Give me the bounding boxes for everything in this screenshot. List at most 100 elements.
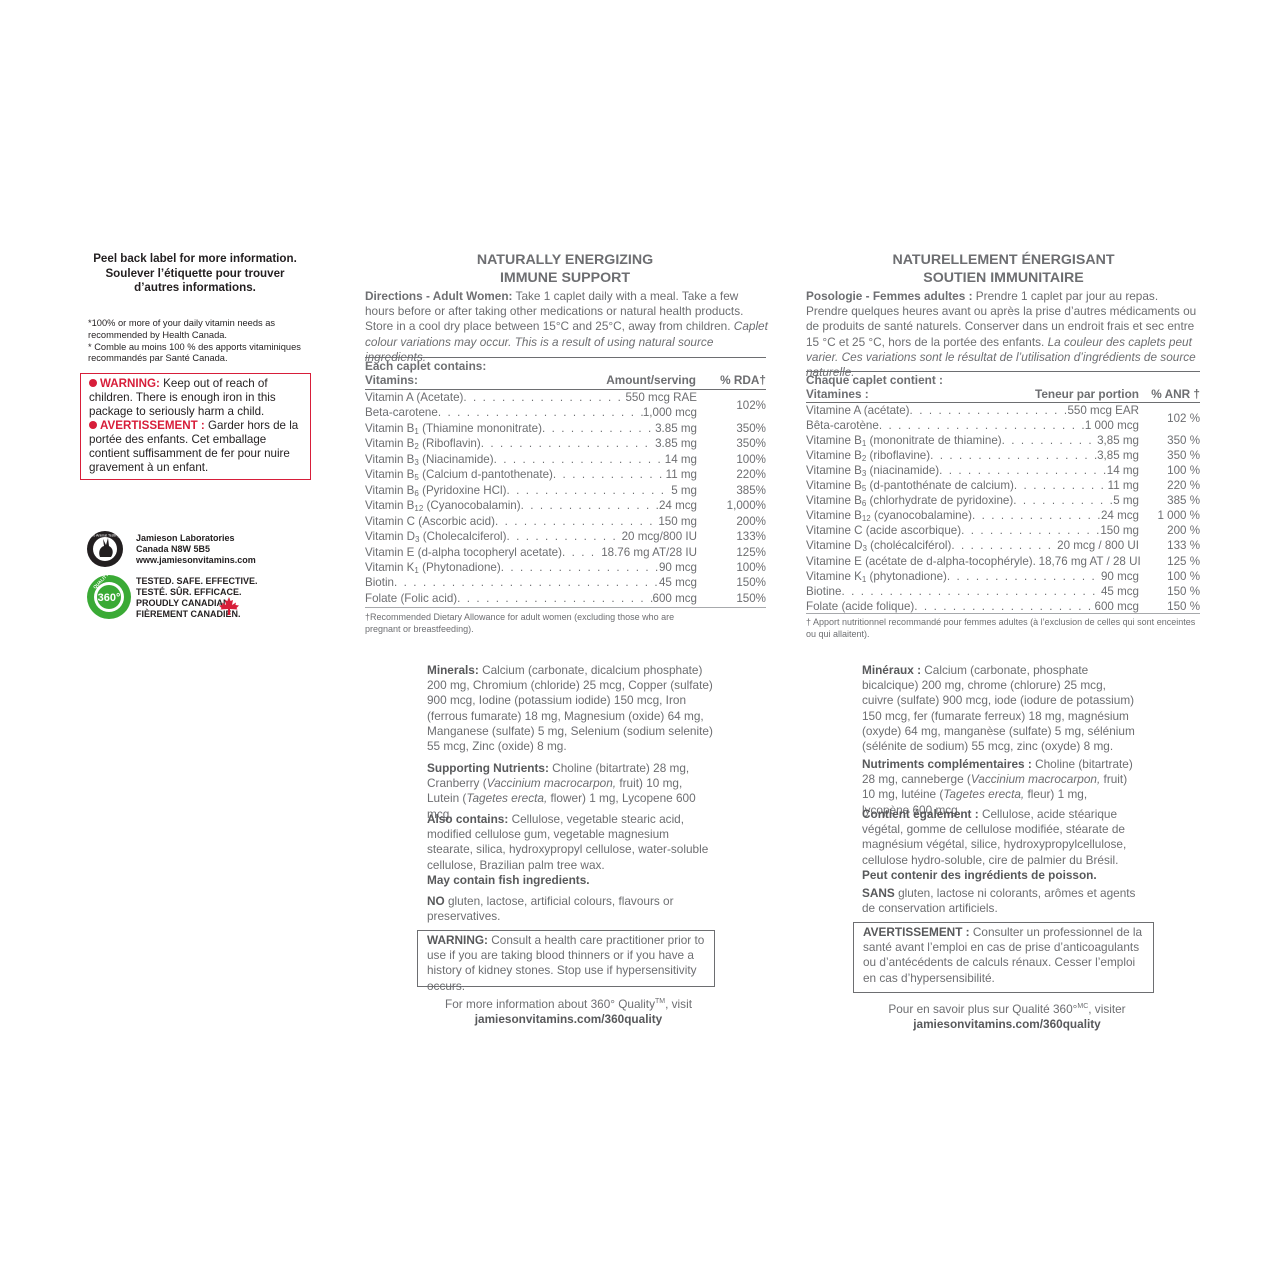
iron-warning-fr: AVERTISSEMENT : Garder hors de la portée… [89,419,304,475]
trademark: MC [1077,1003,1089,1010]
warning-label: WARNING: [427,933,488,947]
maple-leaf-icon [219,597,239,615]
vitamin-subscript: 1 [414,426,419,436]
vitamin-name-text: Vitamine B [806,434,862,448]
percent-value: 220 % [1167,479,1200,493]
vitamin-name-text: (Calcium d-pantothenate) [418,468,553,482]
dot-leader: . . . . . . . . . . . . . . . . . . . . … [1013,479,1108,493]
directions-label: Directions - Adult Women: [365,289,513,303]
peel-line: Soulever l’étiquette pour trouver [105,266,285,280]
percent-value: 385% [736,483,766,497]
percent-value: 100% [736,452,766,466]
warning-text: Consult a health care practitioner prior… [427,933,705,993]
supporting-text: fleur) 1 mg, lycopène 600 mcg. [862,787,1088,817]
dot-leader: . . . . . . . . . . . . . . . . . . . . … [909,404,1068,417]
divider [806,402,1200,404]
vitamin-row: Vitamine B6 (chlorhydrate de pyridoxine)… [806,493,1139,508]
warning-label: WARNING: [100,377,160,390]
minerals-label: Minerals: [427,663,479,677]
footnote-line: *100% or more of your daily vitamin need… [88,318,276,328]
divider [365,389,766,391]
vitamin-row: Biotin . . . . . . . . . . . . . . . . .… [365,575,697,590]
vitamin-row: Vitamin B6 (Pyridoxine HCl) . . . . . . … [365,483,697,498]
latin-name: Vaccinium macrocarpon, [486,776,617,791]
divider [806,371,1200,373]
vitamin-name-text: Vitamine C (acide ascorbique) [806,524,962,538]
vitamin-amount: 1,000 mcg [642,406,697,420]
vitamin-name: Vitamine B12 (cyanocobalamine) [806,508,972,523]
percent-value: 125% [736,545,766,559]
fish-notice: Peut contenir des ingrédients de poisson… [862,867,1097,882]
rabbit-icon: No Animal Testing [87,531,123,567]
vitamin-subscript: 6 [414,488,419,498]
vitamin-name: Bêta-carotène [806,418,879,433]
table-intro: Each caplet contains: [365,359,487,373]
address-line: Canada N8W 5B5 [136,544,211,554]
claim-line: TESTED. SAFE. EFFECTIVE. [136,576,258,586]
vitamin-name: Vitamine E (acétate de d-alpha-tocophéry… [806,554,1033,569]
directions-label: Posologie - Femmes adultes : [806,289,973,303]
minerals-text: Calcium (carbonate, dicalcium phosphate)… [427,663,713,754]
trademark: TM [654,998,666,1005]
vitamin-row: Vitamin C (Ascorbic acid) . . . . . . . … [365,514,697,529]
vitamin-row: Vitamine A (acétate) . . . . . . . . . .… [806,403,1139,418]
vitamin-subscript: 3 [414,457,419,467]
dot-leader: . . . . . . . . . . . . . . . . . . . . … [520,499,659,513]
vitamin-amount: 550 mcg RAE [625,391,697,404]
title-fr: NATURELLEMENT ÉNERGISANT SOUTIEN IMMUNIT… [806,252,1201,287]
dot-leader: . . . . . . . . . . . . . . . . . . . . … [1001,434,1097,448]
vitamin-amount: 550 mcg EAR [1067,404,1139,417]
dot-leader: . . . . . . . . . . . . . . . . . . . . … [541,421,655,435]
vitamin-name-text: (Thiamine mononitrate) [418,421,542,435]
vitamin-amount: 3.85 mg [655,421,697,435]
vitamin-subscript: 1 [414,565,419,575]
vitamin-name: Vitamine B3 (niacinamide) [806,463,939,478]
vitamin-amount: 3,85 mg [1097,449,1139,463]
vitamin-row: Vitamine C (acide ascorbique) . . . . . … [806,523,1139,538]
vitamin-name-text: Vitamine B [806,509,862,523]
vitamin-name-text: Vitamin K [365,560,415,574]
percent-value: 150% [736,591,766,605]
vitamin-row: Vitamin B12 (Cyanocobalamin) . . . . . .… [365,498,697,513]
vitamin-name-text: (phytonadione) [866,569,947,583]
vitamin-name-text: Vitamin C (Ascorbic acid) [365,514,495,528]
iron-warning-en: WARNING: Keep out of reach of children. … [89,377,304,419]
vitamin-name: Vitamine A (acétate) [806,403,910,418]
vitamin-name: Vitamine C (acide ascorbique) [806,523,961,538]
vitamin-amount: 45 mcg [1100,584,1139,598]
supporting-text: Choline (bitartrate) 28 mg, Cranberry ( [427,761,690,791]
warning-bullet-icon [89,421,97,429]
vitamin-name: Vitamine B2 (riboflavine) [806,448,930,463]
vitamin-name: Vitamine B6 (chlorhydrate de pyridoxine) [806,493,1013,508]
iron-warning-box: WARNING: Keep out of reach of children. … [80,373,311,480]
vitamin-name-text: Vitamine B [806,449,862,463]
supporting-text: fruit) 10 mg, lutéine ( [862,772,1128,802]
peel-line: Peel back label for more information. [93,252,297,265]
directions-fr: Posologie - Femmes adultes : Prendre 1 c… [806,289,1200,380]
vitamin-name-text: Vitamin B [365,499,415,513]
vitamin-name-text: (chlorhydrate de pyridoxine) [866,494,1014,508]
vitamin-amount: 14 mg [664,452,697,466]
vitamin-name-text: Vitamine B [806,464,862,478]
vitamin-row: Vitamin K1 (Phytonadione) . . . . . . . … [365,560,697,575]
vitamin-name: Beta-carotene [365,405,438,420]
percent-value: 100 % [1167,464,1200,478]
vitamin-name-text: (niacinamide) [866,464,940,478]
minerals-fr: Minéraux : Calcium (carbonate, phosphate… [862,663,1137,754]
claim-line: PROUDLY CANADIAN. [136,598,233,608]
claim-line: FIÈREMENT CANADIEN. [136,609,241,619]
vitamin-name: Biotin [365,575,394,590]
title-line: SOUTIEN IMMUNITAIRE [923,269,1084,286]
dot-leader: . . . . . . . . . . . . . . . . . . . . … [437,406,643,420]
col-header-name: Vitamines : [806,387,869,401]
vitamin-name-text: Vitamine B [806,479,862,493]
vitamin-row: Vitamine B2 (riboflavine) . . . . . . . … [806,448,1139,463]
vitamin-name: Vitamine B1 (mononitrate de thiamine) [806,433,1002,448]
vitamin-name: Vitamine D3 (cholécalciférol) [806,538,951,553]
warning-text: Keep out of reach of children. There is … [89,377,276,418]
vitamin-row: Vitamine K1 (phytonadione) . . . . . . .… [806,569,1139,584]
vitamin-amount: 1 000 mcg [1084,419,1139,433]
more-info-line: Pour en savoir plus sur Qualité 360°MC, … [853,999,1161,1017]
title-line: NATURELLEMENT ÉNERGISANT [892,252,1115,268]
warning-bullet-icon [89,379,97,387]
